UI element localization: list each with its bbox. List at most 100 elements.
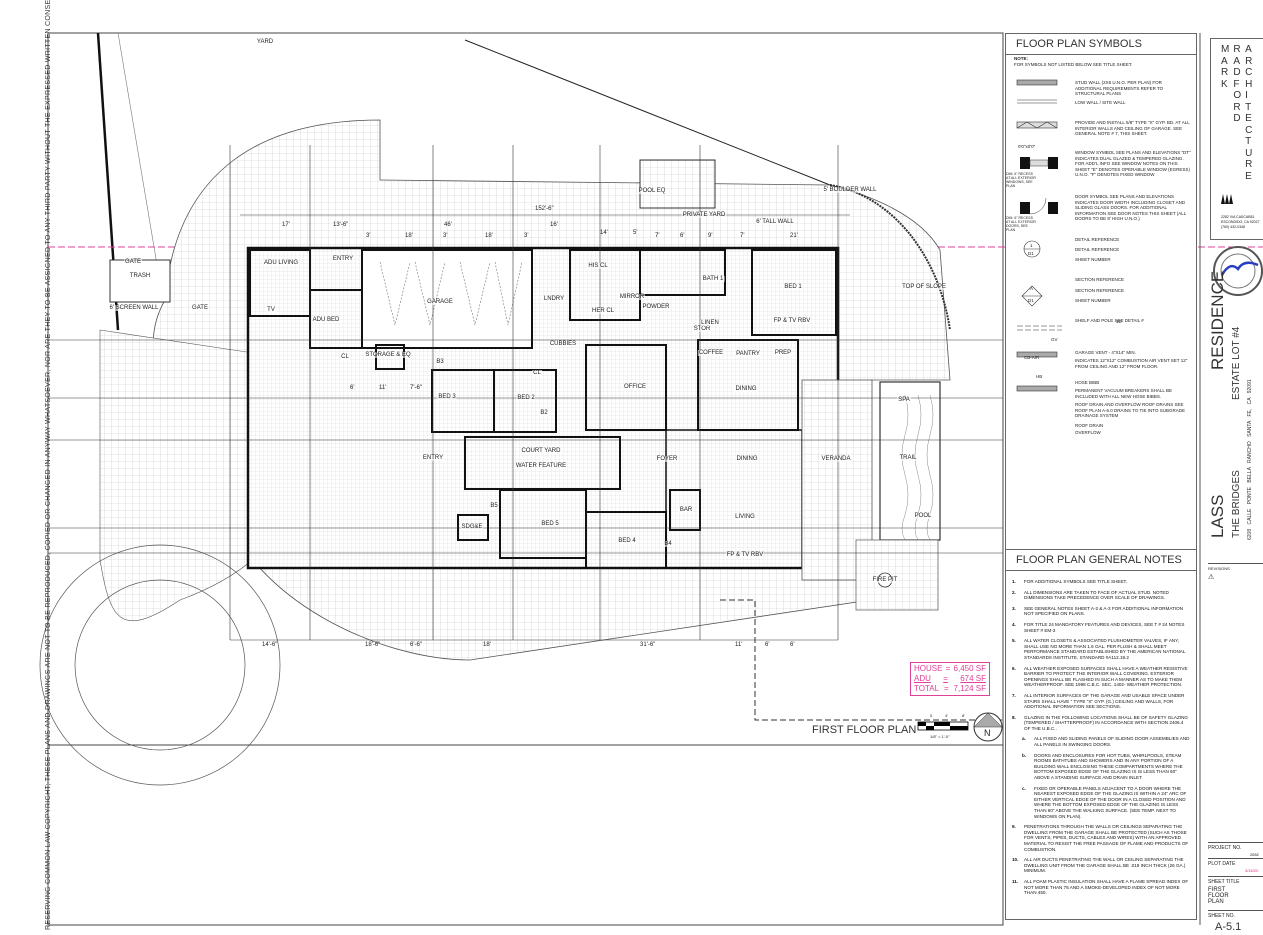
- symbol-desc: ROOF DRAIN: [1075, 423, 1104, 428]
- note-text: ALL FOAM PLASTIC INSULATION SHALL HAVE A…: [1024, 878, 1189, 896]
- firm-letter: A: [1221, 55, 1228, 67]
- note-text: ALL FIXED AND SLIDING PANELS OF SLIDING …: [1034, 736, 1190, 748]
- room-label: BAR: [678, 507, 694, 513]
- firm-letter: H: [1245, 78, 1253, 90]
- dimension: 18': [483, 642, 491, 648]
- symbol-desc: OVERFLOW: [1075, 430, 1101, 435]
- room-label: CL: [340, 354, 350, 360]
- dimension: 5': [633, 230, 638, 236]
- note-number: 3.: [1012, 605, 1016, 611]
- symbol-desc: DETAIL REFERENCE: [1075, 237, 1120, 242]
- room-label: BED 1: [783, 284, 803, 290]
- plot-date-label: PLOT DATE: [1208, 861, 1236, 867]
- area-value: 674 SF: [960, 674, 986, 683]
- room-label: VERANDA: [820, 456, 852, 462]
- room-label: GARAGE: [426, 299, 454, 305]
- room-label: B2: [539, 410, 549, 416]
- room-label: BED 2: [516, 395, 536, 401]
- room-label: MIRROR: [618, 294, 646, 300]
- note-number: 9.: [1012, 824, 1016, 830]
- note-item: 11. ALL FOAM PLASTIC INSULATION SHALL HAV…: [1012, 879, 1190, 896]
- firm-letter: M: [1221, 44, 1230, 55]
- note-text: ALL WEATHER EXPOSED SURFACES SHALL HAVE …: [1024, 665, 1188, 688]
- symbol-desc: GARAGE VENT - 4"X14" MIN.: [1075, 350, 1136, 355]
- note-number: 10.: [1012, 857, 1019, 863]
- dimension: 21': [790, 233, 798, 239]
- note-number: 11.: [1012, 878, 1019, 884]
- note-number: 4.: [1012, 621, 1016, 627]
- north-label: N: [984, 728, 991, 738]
- room-label: B4: [663, 541, 673, 547]
- symbol-desc: WINDOW SYMBOL SEE PLANS AND ELEVATIONS "…: [1075, 150, 1191, 177]
- room-label: SPA: [897, 397, 911, 403]
- note-number: 2.: [1012, 589, 1016, 595]
- room-label: HIS CL: [587, 263, 609, 269]
- firm-letter: R: [1233, 44, 1241, 55]
- firm-address: 2282 VIA CASCABEL: [1221, 215, 1255, 219]
- note-item: 8.GLAZING IN THE FOLLOWING LOCATIONS SHA…: [1012, 715, 1190, 732]
- area-value: 7,124 SF: [953, 684, 986, 693]
- note-item: 7.ALL INTERIOR SURFACES OF THE GARAGE AN…: [1012, 693, 1190, 710]
- scale-tick: 8': [962, 713, 965, 718]
- room-label: POWDER: [641, 304, 671, 310]
- symbol-desc: DETAIL REFERENCE: [1075, 247, 1120, 252]
- note-item: a.ALL FIXED AND SLIDING PANELS OF SLIDIN…: [1012, 736, 1190, 747]
- dimension: 14': [600, 230, 608, 236]
- room-label: SDG&E: [460, 524, 484, 530]
- room-label: ENTRY: [421, 455, 445, 461]
- symbol-mark: 0'0"x0'0": [1018, 144, 1036, 149]
- symbol-desc: SHEET NUMBER: [1075, 298, 1111, 303]
- revisions-label: REVISIONS: [1208, 566, 1230, 571]
- sheet-number: A-5.1: [1215, 921, 1242, 933]
- note-text: ALL AIR DUCTS PENETRATING THE WALL OR CE…: [1024, 857, 1186, 874]
- room-label: FOYER: [655, 456, 679, 462]
- room-label: TV: [266, 307, 276, 313]
- dimension: 11': [379, 385, 387, 391]
- sheet-no-label: SHEET NO.: [1208, 913, 1235, 919]
- sheet-border: [47, 32, 1004, 926]
- room-label: ENTRY: [331, 256, 355, 262]
- firm-letter: R: [1221, 67, 1229, 78]
- symbol-mark: 1: [1030, 243, 1033, 248]
- firm-letter: I: [1245, 90, 1248, 101]
- room-label: PREP: [773, 350, 793, 356]
- note-item: 10. ALL AIR DUCTS PENETRATING THE WALL OR…: [1012, 857, 1190, 874]
- symbol-mark: CB-AIR: [1024, 355, 1040, 360]
- dimension: 31'-6": [640, 642, 656, 648]
- room-label: LIVING: [734, 514, 756, 520]
- room-label: B3: [435, 359, 445, 365]
- scale-tick: 4': [945, 713, 948, 718]
- note-text: SEE GENERAL NOTES SHEET A-2 & A-3 FOR AD…: [1024, 605, 1184, 617]
- symbol-mark: DIM. 6" RECESS AT ALL EXTERIOR WINDOWS, …: [1006, 172, 1036, 188]
- dimension: 46': [444, 222, 452, 228]
- room-label: STORAGE & EQ: [364, 352, 412, 358]
- project-no: 2652: [1250, 852, 1259, 857]
- room-label: YARD: [255, 39, 275, 45]
- symbol-desc: DOOR SYMBOL SEE PLANS AND ELEVATIONS IND…: [1075, 194, 1187, 221]
- firm-letter: U: [1245, 147, 1253, 159]
- note-number: b.: [1022, 752, 1027, 758]
- general-notes-panel: FLOOR PLAN GENERAL NOTES 1.FOR ADDITIONA…: [1005, 549, 1197, 920]
- room-label: BED 5: [540, 521, 560, 527]
- dimension: 6': [680, 233, 685, 239]
- note-text: PENETRATIONS THROUGH THE WALLS OR CEILIN…: [1024, 824, 1189, 852]
- copyright-notice: RESERVING COMMON LAW COPYRIGHT; THESE PL…: [45, 0, 52, 930]
- dimension: 7': [655, 233, 660, 239]
- firm-letter: A: [1245, 44, 1252, 55]
- room-label: PRIVATE YARD: [681, 212, 727, 218]
- symbol-mark: D1: [1028, 298, 1034, 303]
- room-label: BED 3: [437, 394, 457, 400]
- note-item: c.FIXED OR OPERABLE PANELS ADJACENT TO A…: [1012, 786, 1190, 820]
- floor-plan-symbols-panel: FLOOR PLAN SYMBOLS NOTE:FOR SYMBOLS NOT …: [1005, 33, 1197, 550]
- turnaround-circle: [39, 544, 281, 786]
- note-item: b. DOORS AND ENCLOSURES FOR HOT TUBS, WHI…: [1012, 753, 1190, 781]
- area-eq: =: [945, 664, 951, 673]
- note-text: DOORS AND ENCLOSURES FOR HOT TUBS, WHIRL…: [1034, 752, 1183, 781]
- note-number: 1.: [1012, 579, 1016, 584]
- note-text: FIXED OR OPERABLE PANELS ADJACENT TO A D…: [1034, 785, 1187, 819]
- room-label: 5' BOULDER WALL: [822, 187, 878, 193]
- symbol-graphics: [1016, 79, 1062, 392]
